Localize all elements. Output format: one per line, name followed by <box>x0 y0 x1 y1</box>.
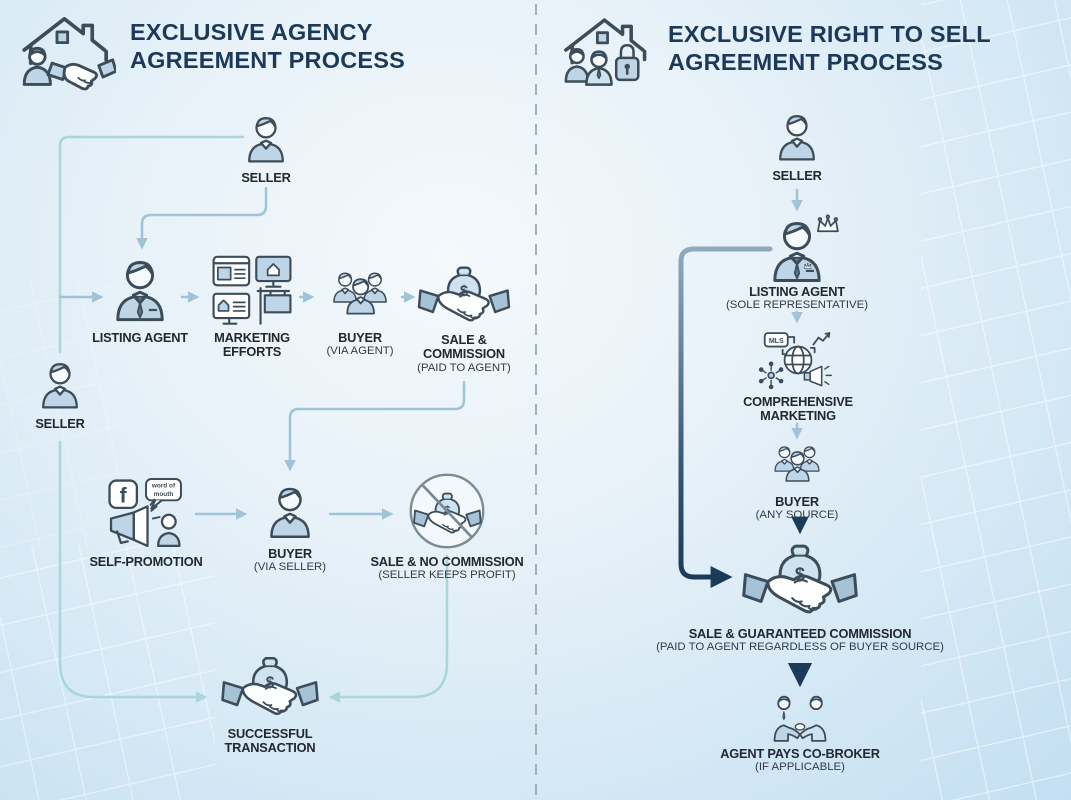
title-left-line1: EXCLUSIVE AGENCY <box>130 19 373 45</box>
bubble-text-line2: mouth <box>154 491 174 498</box>
listing-agent-icon <box>103 252 177 328</box>
node-label: SELF-PROMOTION <box>89 554 203 569</box>
marketing-efforts-icon <box>212 255 292 325</box>
title-left: EXCLUSIVE AGENCY AGREEMENT PROCESS <box>130 18 405 74</box>
seller-icon <box>42 363 78 409</box>
node-label-line1: SUCCESSFUL <box>227 726 313 741</box>
node-agent-pays-cobroker: AGENT PAYS CO-BROKER (IF APPLICABLE) <box>720 692 880 775</box>
node-label: SELLER <box>241 170 291 185</box>
bubble-text-line1: word of <box>151 482 176 489</box>
node-sale-guaranteed: $ SALE & GUARANTEED COMMISSION (PAID TO … <box>640 534 960 655</box>
node-label-line2: COMMISSION <box>423 346 505 362</box>
successful-transaction-icon: $ <box>221 656 319 716</box>
node-label-line2: MARKETING <box>760 408 836 424</box>
listing-agent-crowned-icon <box>751 214 839 282</box>
connector-no-commission-to-successful <box>328 554 449 703</box>
node-listing-agent-sole: LISTING AGENT (SOLE REPRESENTATIVE) <box>726 214 868 313</box>
house-lock-icon <box>564 18 647 86</box>
node-label: BUYER <box>775 494 819 509</box>
node-label-line1: MARKETING <box>214 330 290 345</box>
node-label-line1: SALE & <box>441 332 487 347</box>
node-self-promotion: f word of mouth SELF-PROMOTION <box>89 476 203 569</box>
dollar-glyph: $ <box>795 565 805 585</box>
node-sublabel: (VIA AGENT) <box>326 345 394 358</box>
node-right-seller: SELLER <box>753 108 841 183</box>
node-sublabel: (VIA SELLER) <box>253 561 327 574</box>
seller-icon <box>779 115 815 161</box>
title-right-line1: EXCLUSIVE RIGHT TO SELL <box>668 21 991 47</box>
node-label: SELLER <box>772 168 822 183</box>
cobroker-handshake-icon <box>773 695 827 742</box>
node-label: BUYER <box>268 546 312 561</box>
connector-seller-to-listing-agent <box>136 186 268 250</box>
self-promotion-icon: f word of mouth <box>108 478 182 548</box>
node-buyer-via-seller: BUYER (VIA SELLER) <box>246 480 334 575</box>
node-successful-transaction: $ SUCCESSFUL TRANSACTION <box>210 648 330 756</box>
buyer-group-icon <box>765 444 829 492</box>
node-seller-top: SELLER <box>222 110 310 185</box>
title-right-line2: AGREEMENT PROCESS <box>668 49 943 76</box>
node-label: SALE & GUARANTEED COMMISSION <box>688 626 912 641</box>
header-right: EXCLUSIVE RIGHT TO SELL AGREEMENT PROCES… <box>558 10 991 90</box>
buyer-icon <box>270 487 310 539</box>
facebook-f-glyph: f <box>120 484 128 508</box>
node-label-line1: COMPREHENSIVE <box>743 394 853 409</box>
header-left: EXCLUSIVE AGENCY AGREEMENT PROCESS <box>16 8 405 92</box>
title-left-line2: AGREEMENT PROCESS <box>130 47 405 74</box>
node-label: LISTING AGENT <box>92 330 188 345</box>
node-label: SELLER <box>35 416 85 431</box>
connector-sale-to-buyer-via-seller <box>284 380 466 472</box>
connector-seller-side-to-successful <box>58 440 208 703</box>
node-buyer-any-source: BUYER (ANY SOURCE) <box>750 444 844 523</box>
node-label-line2: EFFORTS <box>222 344 282 360</box>
node-marketing-efforts: MARKETING EFFORTS <box>200 254 304 360</box>
node-label-line2: TRANSACTION <box>224 740 316 756</box>
node-sublabel: (PAID TO AGENT) <box>417 361 511 374</box>
node-seller-side: SELLER <box>18 356 102 431</box>
title-right: EXCLUSIVE RIGHT TO SELL AGREEMENT PROCES… <box>668 20 991 76</box>
no-commission-icon: $ <box>409 473 485 549</box>
node-sublabel: (ANY SOURCE) <box>755 509 839 522</box>
node-listing-agent: LISTING AGENT <box>92 252 188 345</box>
node-sale-commission: $ SALE & COMMISSION (PAID TO AGENT) <box>408 258 520 375</box>
node-sublabel: (IF APPLICABLE) <box>755 761 845 774</box>
buyer-group-icon <box>323 266 397 328</box>
comprehensive-marketing-icon: MLS <box>758 332 832 390</box>
seller-icon <box>248 117 284 163</box>
node-label: LISTING AGENT <box>749 284 845 299</box>
node-comprehensive-marketing: MLS COMPREHENSIVE MARKETING <box>742 328 854 424</box>
node-buyer-via-agent: BUYER (VIA AGENT) <box>316 266 404 359</box>
node-label: SALE & NO COMMISSION <box>370 554 524 569</box>
mls-badge-text: MLS <box>769 338 784 345</box>
sale-guaranteed-icon: $ <box>742 544 858 614</box>
node-sublabel: (PAID TO AGENT REGARDLESS OF BUYER SOURC… <box>656 641 944 654</box>
node-label: BUYER <box>338 330 382 345</box>
connector-guaranteed-bypass <box>678 246 773 589</box>
sale-commission-icon: $ <box>417 266 511 322</box>
dollar-glyph: $ <box>460 283 468 299</box>
node-sublabel: (SOLE REPRESENTATIVE) <box>726 299 868 312</box>
dollar-glyph: $ <box>266 674 275 691</box>
house-handshake-icon <box>22 17 116 91</box>
node-sale-no-commission: $ SALE & NO COMMISSION (SELLER KEEPS PRO… <box>370 470 524 583</box>
node-label: AGENT PAYS CO-BROKER <box>720 746 880 761</box>
connector-seller-top-to-seller-side <box>58 135 245 354</box>
node-sublabel: (SELLER KEEPS PROFIT) <box>378 569 516 582</box>
